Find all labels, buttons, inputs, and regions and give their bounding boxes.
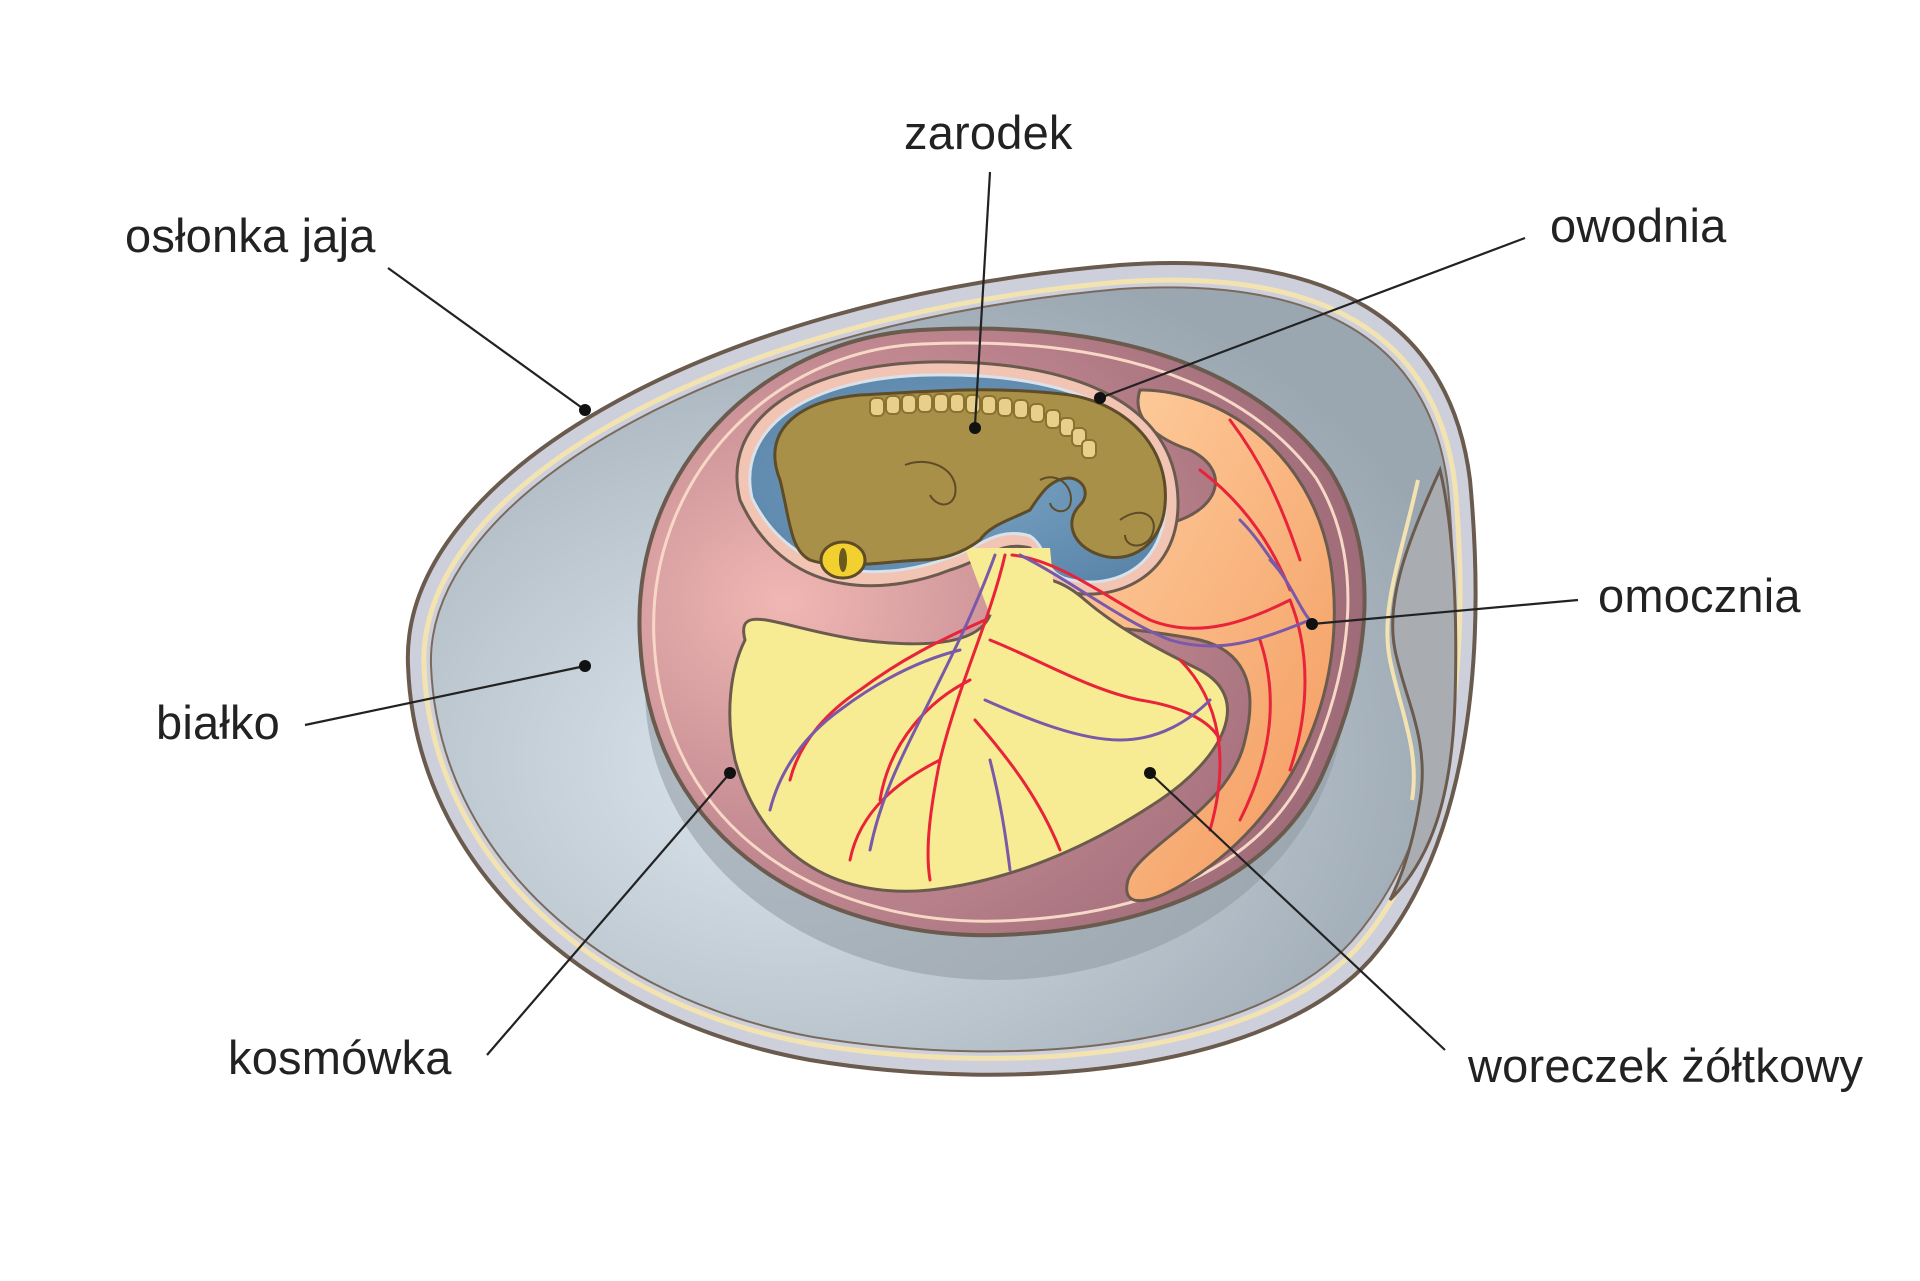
label-oslonka-jaja: osłonka jaja (125, 209, 376, 262)
label-woreczek-zoltkowy: woreczek żółtkowy (1468, 1039, 1864, 1092)
embryo-hindlimb (1039, 476, 1072, 513)
embryo-forelimb (904, 460, 957, 506)
chorion-inner-line (652, 341, 1350, 923)
leader-lines (304, 171, 1579, 1056)
embryo-body (773, 388, 1167, 567)
veins (768, 518, 1312, 872)
leader-dots (579, 392, 1318, 779)
embryo-eye (819, 540, 867, 580)
embryo-somites (869, 393, 1097, 459)
air-cell-edge (1385, 479, 1420, 801)
label-zarodek: zarodek (904, 106, 1073, 159)
embryo-tail (1119, 511, 1155, 547)
yolk-sac (728, 576, 1229, 893)
label-kosmowka: kosmówka (228, 1031, 452, 1084)
arteries (788, 418, 1307, 882)
label-owodnia: owodnia (1550, 199, 1727, 252)
yolk-stalk (965, 548, 1055, 615)
air-cell (1388, 465, 1458, 902)
label-bialko: białko (156, 696, 281, 749)
label-omocznia: omocznia (1598, 569, 1801, 622)
